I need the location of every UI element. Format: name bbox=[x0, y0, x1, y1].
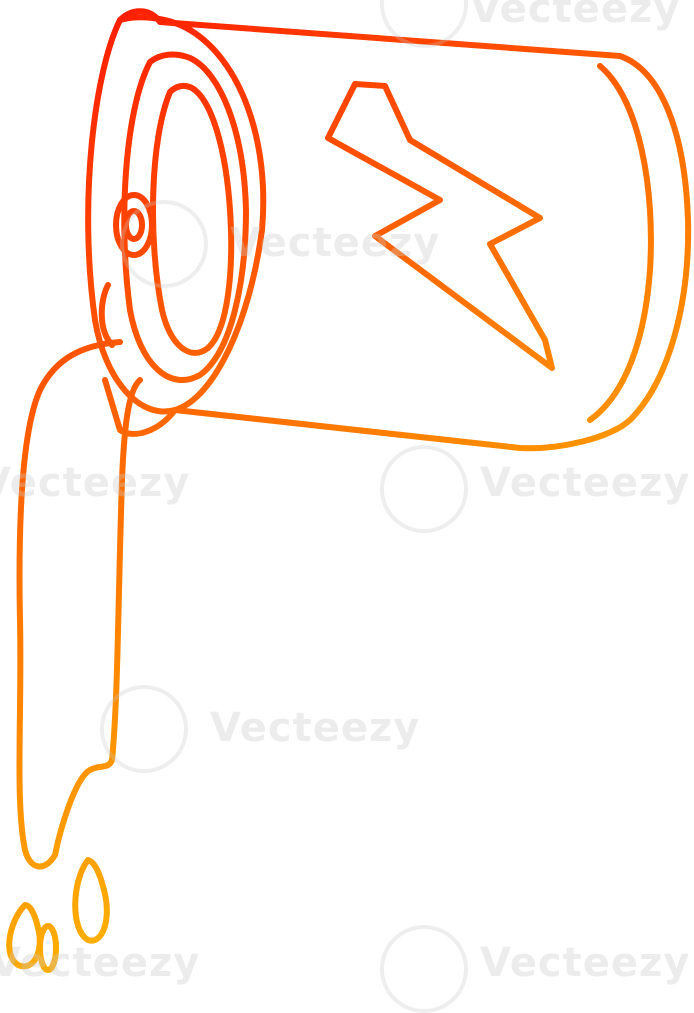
can-back-edge bbox=[587, 63, 654, 423]
liquid-drop-2 bbox=[6, 902, 43, 970]
can-pouring-liquid-icon bbox=[6, 8, 692, 973]
can-rim-inner-2 bbox=[150, 82, 235, 356]
can-body-outline bbox=[102, 8, 692, 452]
pouring-stream-inner bbox=[98, 282, 115, 348]
can-rim-outer bbox=[85, 14, 267, 415]
lightning-bolt-icon bbox=[325, 81, 555, 371]
liquid-drop-1 bbox=[72, 857, 110, 944]
can-pull-tab-hole bbox=[123, 208, 145, 242]
liquid-drop-3 bbox=[37, 923, 59, 973]
pouring-liquid-stream bbox=[16, 339, 143, 870]
can-pull-tab bbox=[113, 192, 155, 258]
